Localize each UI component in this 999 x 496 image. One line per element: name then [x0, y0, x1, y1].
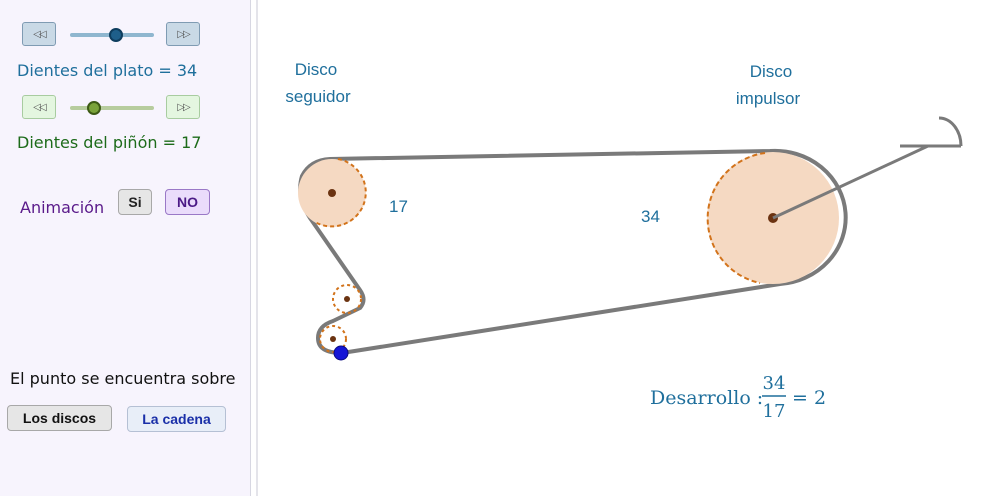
rewind-icon: ◁◁: [33, 101, 46, 113]
plato-step-back-button[interactable]: ◁◁: [22, 22, 56, 46]
animation-si-button[interactable]: Si: [118, 189, 152, 215]
pedal-arc: [938, 116, 963, 147]
la-cadena-button[interactable]: La cadena: [127, 406, 226, 432]
plato-slider-knob[interactable]: [109, 28, 124, 42]
rewind-icon: ◁◁: [33, 28, 46, 40]
large-disc-teeth-label: 34: [641, 207, 660, 226]
pinon-step-forward-button[interactable]: ▷▷: [166, 95, 200, 119]
upper-idler-center: [344, 296, 350, 302]
pinon-slider-knob[interactable]: [86, 101, 101, 115]
lower-idler-disc: [319, 325, 347, 353]
disco-impulsor-label-line1: Disco: [750, 62, 793, 81]
plato-step-forward-button[interactable]: ▷▷: [166, 22, 200, 46]
ratio-result: = 2: [792, 387, 826, 409]
animacion-label: Animación: [20, 198, 105, 217]
upper-idler-disc: [332, 284, 362, 314]
point-location-label: El punto se encuentra sobre: [10, 369, 236, 388]
pinon-slider-track[interactable]: [70, 106, 154, 110]
small-disc-teeth-label: 17: [389, 197, 408, 216]
animation-no-button[interactable]: NO: [165, 189, 210, 215]
driving-disc-teeth-outline: [706, 152, 766, 284]
plato-teeth-label: Dientes del plato = 34: [17, 61, 198, 80]
driven-disc-teeth-outline: [314, 158, 367, 228]
lower-idler-center: [330, 336, 336, 342]
disco-seguidor-label-line1: Disco: [295, 60, 338, 79]
disco-impulsor-label-line2: impulsor: [736, 89, 801, 108]
panel-divider: [256, 0, 258, 496]
chain-point[interactable]: [333, 345, 349, 361]
control-panel: ◁◁ ▷▷ Dientes del plato = 34 ◁◁ ▷▷ Dient…: [0, 0, 251, 496]
desarrollo-label: Desarrollo :: [650, 387, 763, 409]
pinon-step-back-button[interactable]: ◁◁: [22, 95, 56, 119]
crank-arm: [772, 144, 929, 220]
fast-forward-icon: ▷▷: [177, 28, 190, 40]
fast-forward-icon: ▷▷: [177, 101, 190, 113]
driven-disc-center: [328, 189, 336, 197]
los-discos-button[interactable]: Los discos: [7, 405, 112, 431]
disco-seguidor-label-line2: seguidor: [285, 87, 351, 106]
pinon-teeth-label: Dientes del piñón = 17: [17, 133, 202, 152]
ratio-numerator: 34: [763, 373, 786, 394]
ratio-denominator: 17: [763, 401, 786, 422]
